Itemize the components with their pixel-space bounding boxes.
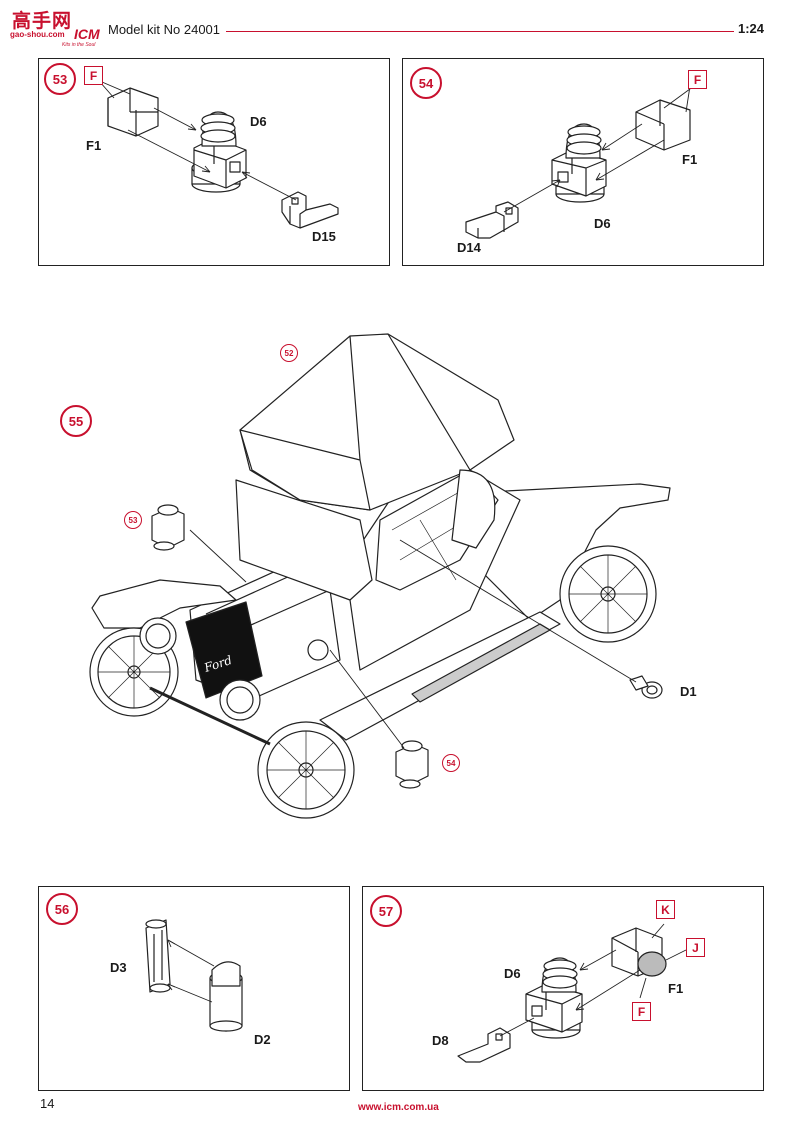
- step-54-number: 54: [410, 67, 442, 99]
- page-number: 14: [40, 1096, 55, 1111]
- header-divider: [226, 31, 734, 32]
- step-53-part-d15: D15: [312, 229, 336, 244]
- step-53-sprue-badge-f: F: [84, 66, 103, 85]
- car-drawing: Ford: [89, 333, 671, 819]
- step-54-part-d14: D14: [457, 240, 481, 255]
- step-54-drawing: [465, 85, 695, 239]
- step-57-badge-k: K: [656, 900, 675, 919]
- scale-label: 1:24: [738, 21, 765, 36]
- step-53-number: 53: [44, 63, 76, 95]
- step-53-part-d6: D6: [250, 114, 267, 129]
- step-55-ref-54: 54: [442, 754, 460, 772]
- step-57-number: 57: [370, 895, 402, 927]
- step-55-part-d1: D1: [680, 684, 697, 699]
- footer-website-link[interactable]: www.icm.com.ua: [358, 1102, 439, 1113]
- step-57-badge-j: J: [686, 938, 705, 957]
- step-57-part-d8: D8: [432, 1033, 449, 1048]
- step-56-part-d3: D3: [110, 960, 127, 975]
- step-54-sprue-badge-f: F: [688, 70, 707, 89]
- step-57-part-f1: F1: [668, 981, 684, 996]
- step-56-part-d2: D2: [254, 1032, 271, 1047]
- step-56-drawing: [145, 919, 243, 1032]
- step-57-part-d6: D6: [504, 966, 521, 981]
- brand-logo: ICM: [74, 26, 100, 42]
- brand-tagline: Kits in the Soul: [62, 42, 96, 48]
- step-57-drawing: [457, 923, 687, 1063]
- logo-chinese-text: 高手网: [12, 10, 73, 32]
- step-53-part-f1: F1: [86, 138, 102, 153]
- logo-url-text: gao-shou.com: [10, 30, 65, 39]
- step-57-badge-f: F: [632, 1002, 651, 1021]
- page-title: Model kit No 24001: [108, 22, 221, 37]
- step-57-panel: [362, 886, 764, 1091]
- step-55-ref-52: 52: [280, 344, 298, 362]
- step-53-drawing: [99, 81, 339, 229]
- step-55-ref-53: 53: [124, 511, 142, 529]
- step-55-number: 55: [60, 405, 92, 437]
- site-logo: 高手网 gao-shou.com ICM Kits in the Soul: [4, 4, 104, 48]
- step-56-number: 56: [46, 893, 78, 925]
- step-54-part-f1: F1: [682, 152, 698, 167]
- step-56-panel: [38, 886, 350, 1091]
- step-54-part-d6: D6: [594, 216, 611, 231]
